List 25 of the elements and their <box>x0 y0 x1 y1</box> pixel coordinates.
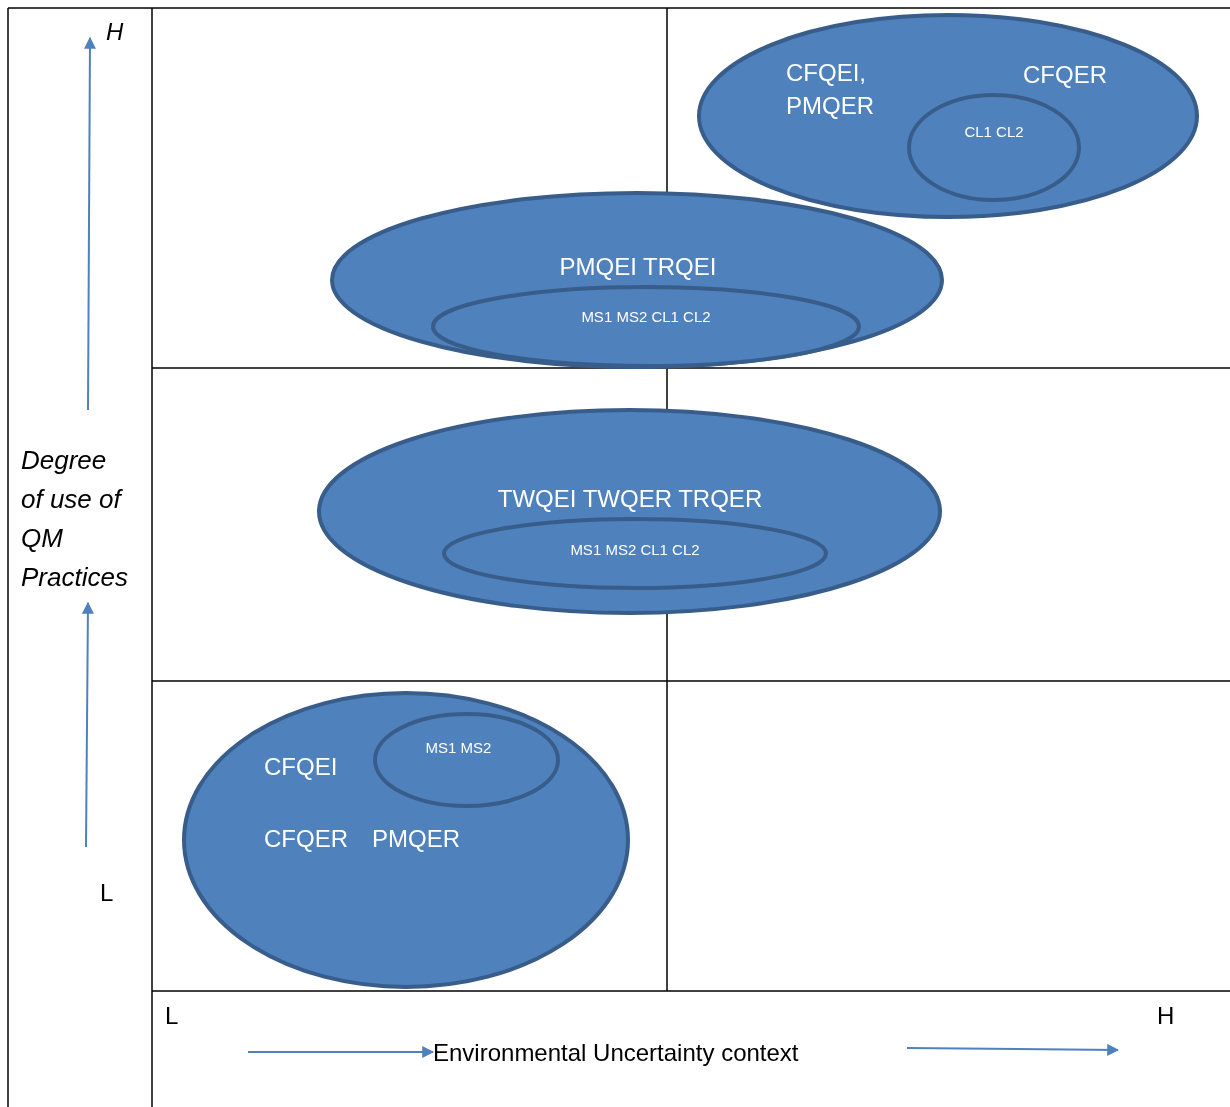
axis-label: Environmental Uncertainty context <box>433 1038 800 1068</box>
ellipse <box>907 93 1081 202</box>
ellipse-label: CFQEI, PMQER <box>786 58 875 121</box>
ellipse-label: MS1 MS2 CL1 CL2 <box>569 540 701 560</box>
axis-label: H <box>106 17 125 47</box>
ellipse-label: CFQEI <box>264 752 339 782</box>
ellipse-label: TWQEI TWQER TRQER <box>496 484 764 514</box>
ellipse <box>182 691 630 989</box>
ellipse <box>330 191 944 369</box>
ellipse <box>697 13 1199 219</box>
ellipse-label: MS1 MS2 CL1 CL2 <box>580 307 712 327</box>
ellipse-label: CFQER <box>264 824 349 854</box>
ellipse-label: PMQEI TRQEI <box>558 252 718 282</box>
ellipse-label: CFQER <box>1022 60 1108 90</box>
ellipse-label: CL1 CL2 <box>963 122 1025 142</box>
axis-label: Degree of use of QM Practices <box>21 444 129 594</box>
ellipse <box>431 285 861 368</box>
ellipse <box>373 712 560 808</box>
ellipse-label: MS1 MS2 <box>424 738 493 758</box>
axis-label: L <box>100 878 115 908</box>
ellipse <box>317 408 942 615</box>
ellipse-label: PMQER <box>372 824 461 854</box>
ellipse <box>442 517 828 590</box>
axis-label: L <box>165 1001 180 1031</box>
axis-label: H <box>1157 1001 1176 1031</box>
